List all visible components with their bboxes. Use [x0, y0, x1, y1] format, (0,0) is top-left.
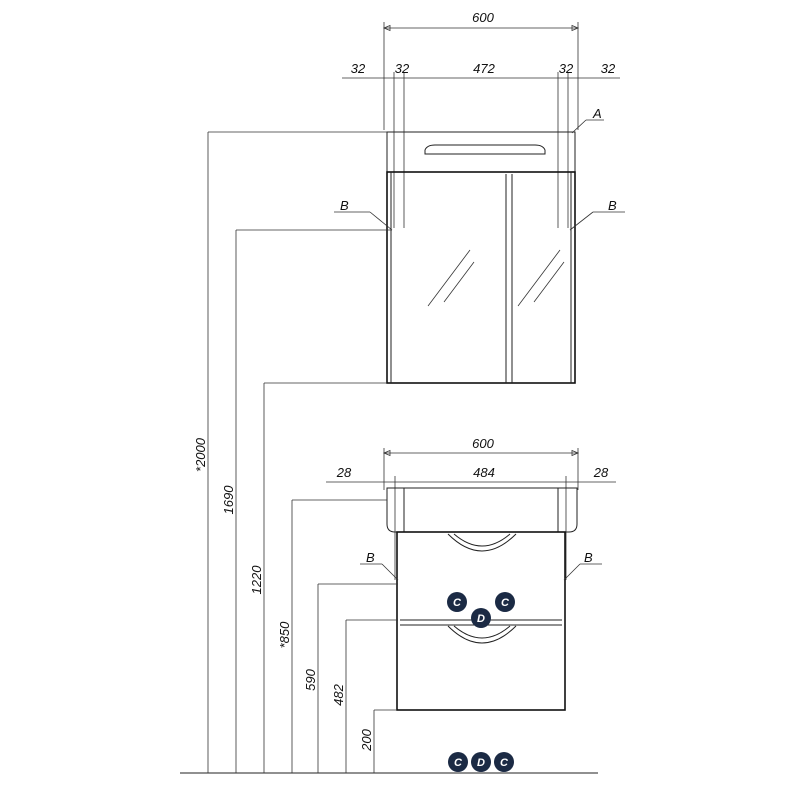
mirror-left-inner: 32 [395, 61, 410, 76]
connection-badges-floor: C D C [448, 752, 514, 772]
callout-b-right-vanity: B [584, 550, 593, 565]
height-850: *850 [277, 621, 292, 649]
vanity-right-offset: 28 [593, 465, 609, 480]
callout-a: A [592, 106, 602, 121]
height-dimensions: *2000 1690 1220 *850 590 482 200 [180, 131, 598, 774]
badge-c-left: C [453, 597, 462, 609]
badge-c-right: C [501, 597, 510, 609]
badge-d: D [477, 613, 485, 625]
height-590: 590 [303, 668, 318, 690]
mirror-right-outer: 32 [601, 61, 616, 76]
callout-b-left-vanity: B [366, 550, 375, 565]
vanity-unit: 600 28 484 28 B B [326, 436, 616, 711]
mirror-left-outer: 32 [351, 61, 366, 76]
height-2000: *2000 [193, 437, 208, 472]
mirror-inner-width: 472 [473, 61, 495, 76]
vanity-left-offset: 28 [336, 465, 352, 480]
mirror-right-inner: 32 [559, 61, 574, 76]
height-200: 200 [359, 728, 374, 751]
height-1220: 1220 [249, 565, 264, 595]
badge-floor-c-left: C [454, 757, 463, 769]
height-482: 482 [331, 683, 346, 705]
mirror-cabinet: 600 32 32 472 32 32 A B [334, 10, 625, 384]
badge-floor-d: D [477, 757, 485, 769]
vanity-inner-width: 484 [473, 465, 495, 480]
callout-b-right-mirror: B [608, 198, 617, 213]
mirror-width-total: 600 [472, 10, 494, 25]
vanity-width-total: 600 [472, 436, 494, 451]
connection-badges-mid: C C D [447, 592, 515, 628]
callout-b-left-mirror: B [340, 198, 349, 213]
height-1690: 1690 [221, 485, 236, 515]
badge-floor-c-right: C [500, 757, 509, 769]
